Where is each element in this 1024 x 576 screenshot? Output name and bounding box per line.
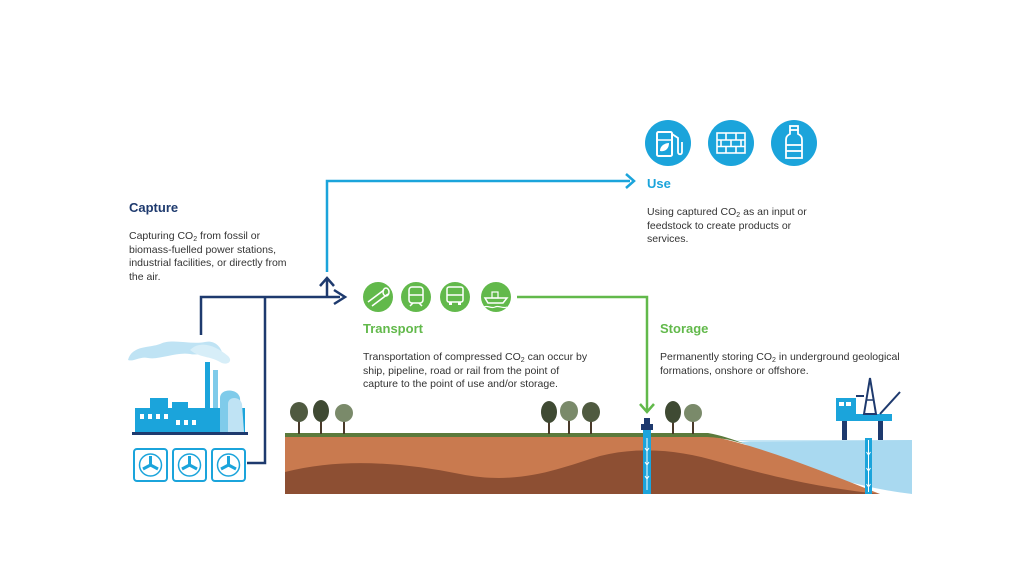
truck-icon bbox=[440, 282, 470, 312]
offshore-platform-icon bbox=[836, 377, 901, 440]
storage-heading: Storage bbox=[660, 321, 709, 336]
capture-description: Capturing CO2 from fossil or biomass-fue… bbox=[129, 230, 287, 283]
pipeline-icon bbox=[363, 282, 393, 312]
transport-description: Transportation of compressed CO2 can occ… bbox=[363, 351, 588, 390]
direct-air-capture-fans-icon bbox=[133, 448, 246, 482]
capture-heading: Capture bbox=[129, 200, 179, 215]
trees-left bbox=[290, 400, 353, 434]
industrial-facility-icon bbox=[128, 341, 248, 435]
use-description: Using captured CO2 as an input or feedst… bbox=[647, 206, 807, 245]
bricks-icon bbox=[708, 120, 754, 166]
onshore-injection-well bbox=[641, 418, 653, 494]
train-icon bbox=[401, 282, 431, 312]
use-heading: Use bbox=[647, 176, 671, 191]
trees-right bbox=[665, 401, 702, 434]
ship-icon bbox=[481, 282, 511, 312]
use-flow-line bbox=[325, 173, 636, 272]
transport-flow-line bbox=[517, 295, 655, 414]
plastic-bottle-icon bbox=[771, 120, 817, 166]
capture-flow-lines bbox=[199, 276, 348, 465]
landscape bbox=[285, 433, 912, 494]
offshore-injection-well bbox=[865, 438, 872, 494]
ground-bottom-layer bbox=[285, 450, 880, 494]
trees-middle bbox=[541, 401, 600, 434]
storage-description: Permanently storing CO2 in underground g… bbox=[660, 351, 900, 377]
fuel-pump-leaf-icon bbox=[645, 120, 691, 166]
transport-heading: Transport bbox=[363, 321, 423, 336]
grass-line bbox=[285, 433, 745, 444]
